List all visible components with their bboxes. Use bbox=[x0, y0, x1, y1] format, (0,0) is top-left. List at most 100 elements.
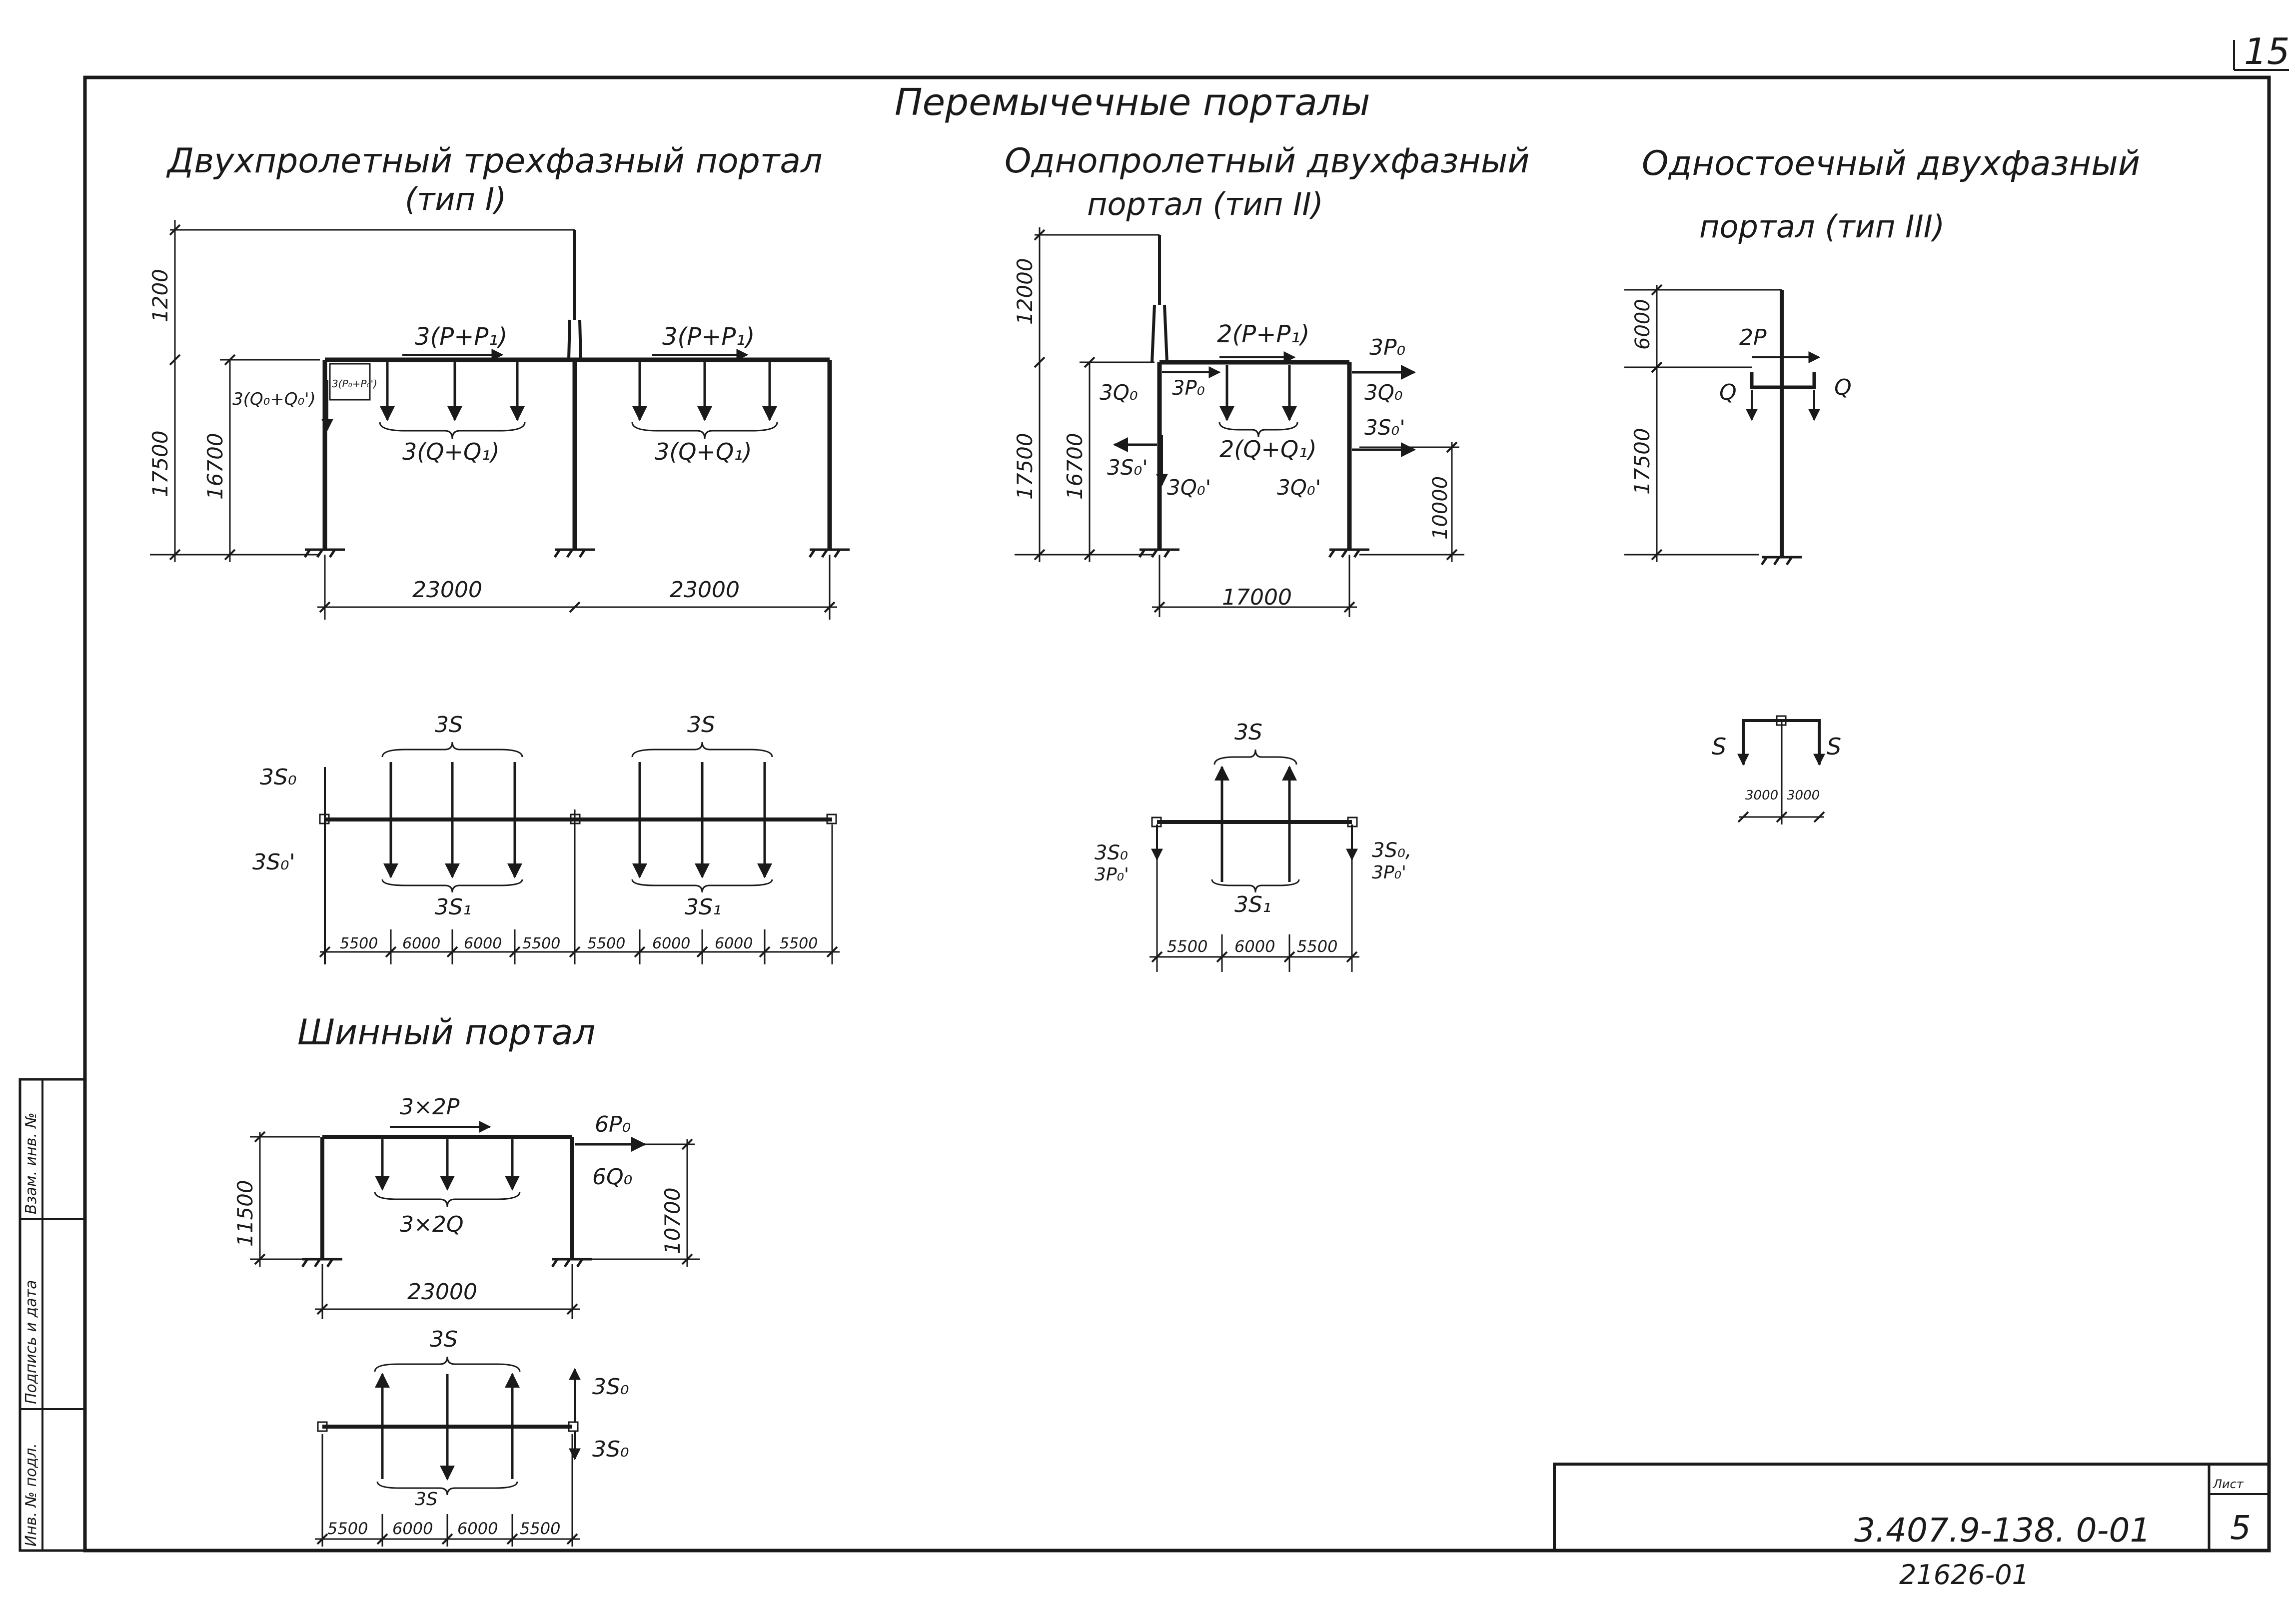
type1-plan-3s0-prime: 3S₀' bbox=[252, 849, 295, 875]
type2-plan-left-s: 3S₀ bbox=[1095, 841, 1128, 864]
type1-plan-3s1-left: 3S₁ bbox=[435, 894, 472, 920]
type2-load-3q0p-right: 3Q₀' bbox=[1277, 475, 1321, 500]
type3-load-q-left: Q bbox=[1719, 380, 1737, 405]
type2-frame bbox=[1015, 227, 1464, 617]
type1-dim-17500: 17500 bbox=[148, 430, 172, 497]
bus-dim-4: 5500 bbox=[520, 1519, 560, 1538]
type3-plan bbox=[1737, 715, 1825, 824]
type1-dim-1200: 1200 bbox=[148, 269, 172, 322]
stamp-signature-date: Подпись и дата bbox=[22, 1280, 40, 1405]
bus-dim-1: 5500 bbox=[327, 1519, 368, 1538]
type2-dim-10000: 10000 bbox=[1429, 476, 1452, 540]
type3-frame bbox=[1624, 284, 1821, 566]
type1-load-q-right: 3(Q+Q₁) bbox=[655, 438, 752, 465]
type2-load-3q0-right: 3Q₀ bbox=[1364, 380, 1403, 405]
type2-plan-right-p: 3P₀' bbox=[1372, 862, 1406, 883]
archive-number: 21626-01 bbox=[1899, 1559, 2029, 1591]
type1-load-p-right: 3(P+P₁) bbox=[662, 323, 755, 351]
sheet-number: 5 bbox=[2230, 1509, 2251, 1547]
type1-dim-1: 5500 bbox=[340, 935, 378, 952]
type2-dim-3: 5500 bbox=[1297, 937, 1337, 956]
title-block bbox=[1553, 1463, 2271, 1552]
type2-dim-2: 6000 bbox=[1234, 937, 1275, 956]
type1-dim-3: 6000 bbox=[464, 935, 502, 952]
type3-title: Одностоечный двухфазный bbox=[1642, 144, 2140, 183]
type1-load-p-left: 3(P+P₁) bbox=[415, 323, 507, 351]
type1-load-q-left: 3(Q+Q₁) bbox=[402, 438, 500, 465]
bus-plan-3s0-bot: 3S₀ bbox=[592, 1437, 629, 1462]
type1-dim-8: 5500 bbox=[780, 935, 818, 952]
sheet-frame bbox=[83, 40, 2289, 1553]
bus-dim-3: 6000 bbox=[457, 1519, 498, 1538]
type1-plan-3s-left: 3S bbox=[435, 712, 463, 738]
type1-dim-5: 5500 bbox=[587, 935, 625, 952]
bus-dim-2: 6000 bbox=[392, 1519, 433, 1538]
bus-load-3x2q: 3×2Q bbox=[400, 1212, 464, 1237]
type2-plan bbox=[1149, 749, 1359, 972]
bus-load-3x2p: 3×2P bbox=[400, 1094, 460, 1120]
type2-load-3s0-left: 3S₀' bbox=[1107, 455, 1148, 480]
bus-plan-3s-top: 3S bbox=[430, 1327, 458, 1352]
bus-title: Шинный портал bbox=[297, 1012, 595, 1053]
page-corner-number: 15 bbox=[2244, 30, 2290, 72]
bus-plan bbox=[315, 1356, 581, 1547]
type2-load-p: 2(P+P₁) bbox=[1217, 320, 1309, 348]
bus-plan-3s-bot: 3S bbox=[415, 1489, 438, 1510]
bus-frame bbox=[250, 1121, 700, 1319]
type3-plan-s-left: S bbox=[1712, 733, 1726, 760]
type2-plan-right-s: 3S₀, bbox=[1372, 839, 1412, 862]
type1-dim-4: 5500 bbox=[522, 935, 560, 952]
type3-dim-17500: 17500 bbox=[1630, 428, 1654, 495]
document-code: 3.407.9-138. 0-01 bbox=[1854, 1511, 2151, 1550]
type2-dim-12000: 12000 bbox=[1013, 258, 1037, 325]
stamp-original-inv: Инв. № подл. bbox=[22, 1443, 40, 1547]
type1-span-right: 23000 bbox=[670, 577, 740, 603]
type3-dim-6000: 6000 bbox=[1631, 299, 1654, 350]
type2-plan-3s1: 3S₁ bbox=[1234, 892, 1271, 917]
type1-span-left: 23000 bbox=[412, 577, 482, 603]
type2-plan-3s: 3S bbox=[1234, 720, 1262, 745]
type2-subtitle: портал (тип II) bbox=[1087, 186, 1323, 222]
type3-load-q-right: Q bbox=[1834, 375, 1852, 400]
stamp-replace-inv: Взам. инв. № bbox=[22, 1112, 40, 1214]
main-title: Перемычечные порталы bbox=[895, 81, 1370, 124]
type1-subtitle: (тип I) bbox=[405, 181, 506, 217]
type2-load-3q0p-left: 3Q₀' bbox=[1167, 475, 1211, 500]
type1-dim-16700: 16700 bbox=[203, 433, 227, 500]
type2-load-q: 2(Q+Q₁) bbox=[1219, 436, 1317, 463]
sheet-label: Лист bbox=[2213, 1477, 2244, 1491]
type1-dim-7: 6000 bbox=[715, 935, 753, 952]
type2-dim-1: 5500 bbox=[1167, 937, 1207, 956]
bus-span: 23000 bbox=[407, 1279, 477, 1305]
type2-span: 17000 bbox=[1222, 585, 1292, 610]
type2-load-3p0-right: 3P₀ bbox=[1369, 335, 1405, 360]
type2-dim-17500: 17500 bbox=[1013, 433, 1037, 500]
type2-load-3p0-left: 3P₀ bbox=[1172, 377, 1205, 400]
bus-plan-3s0-top: 3S₀ bbox=[592, 1374, 629, 1400]
type3-subtitle: портал (тип III) bbox=[1699, 208, 1945, 245]
type3-load-2p: 2P bbox=[1739, 325, 1767, 350]
bus-load-6q0: 6Q₀ bbox=[592, 1164, 632, 1190]
type2-load-3q0-left: 3Q₀ bbox=[1100, 380, 1138, 405]
left-stamp bbox=[18, 1078, 86, 1552]
bus-dim-10700: 10700 bbox=[660, 1187, 685, 1254]
bus-dim-11500: 11500 bbox=[233, 1180, 257, 1247]
type1-title: Двухпролетный трехфазный портал bbox=[166, 141, 823, 181]
type3-plan-s-right: S bbox=[1827, 733, 1841, 760]
type1-plan bbox=[319, 742, 840, 964]
type2-plan-left-p: 3P₀' bbox=[1095, 864, 1129, 885]
bus-load-6p0: 6P₀ bbox=[595, 1112, 631, 1137]
type2-dim-16700: 16700 bbox=[1063, 433, 1087, 500]
type2-title: Однопролетный двухфазный bbox=[1005, 141, 1530, 181]
type2-load-3s0-right: 3S₀' bbox=[1364, 415, 1405, 440]
type3-dim-2: 3000 bbox=[1787, 788, 1820, 803]
type1-plan-3s0: 3S₀ bbox=[260, 765, 297, 790]
type1-frame bbox=[150, 220, 850, 620]
type1-dim-6: 6000 bbox=[652, 935, 690, 952]
type1-load-side: 3(Q₀+Q₀') bbox=[232, 389, 316, 409]
type1-dim-2: 6000 bbox=[402, 935, 440, 952]
type1-plan-3s-right: 3S bbox=[687, 712, 715, 738]
type1-plan-3s1-right: 3S₁ bbox=[685, 894, 722, 920]
type3-dim-1: 3000 bbox=[1745, 788, 1778, 803]
